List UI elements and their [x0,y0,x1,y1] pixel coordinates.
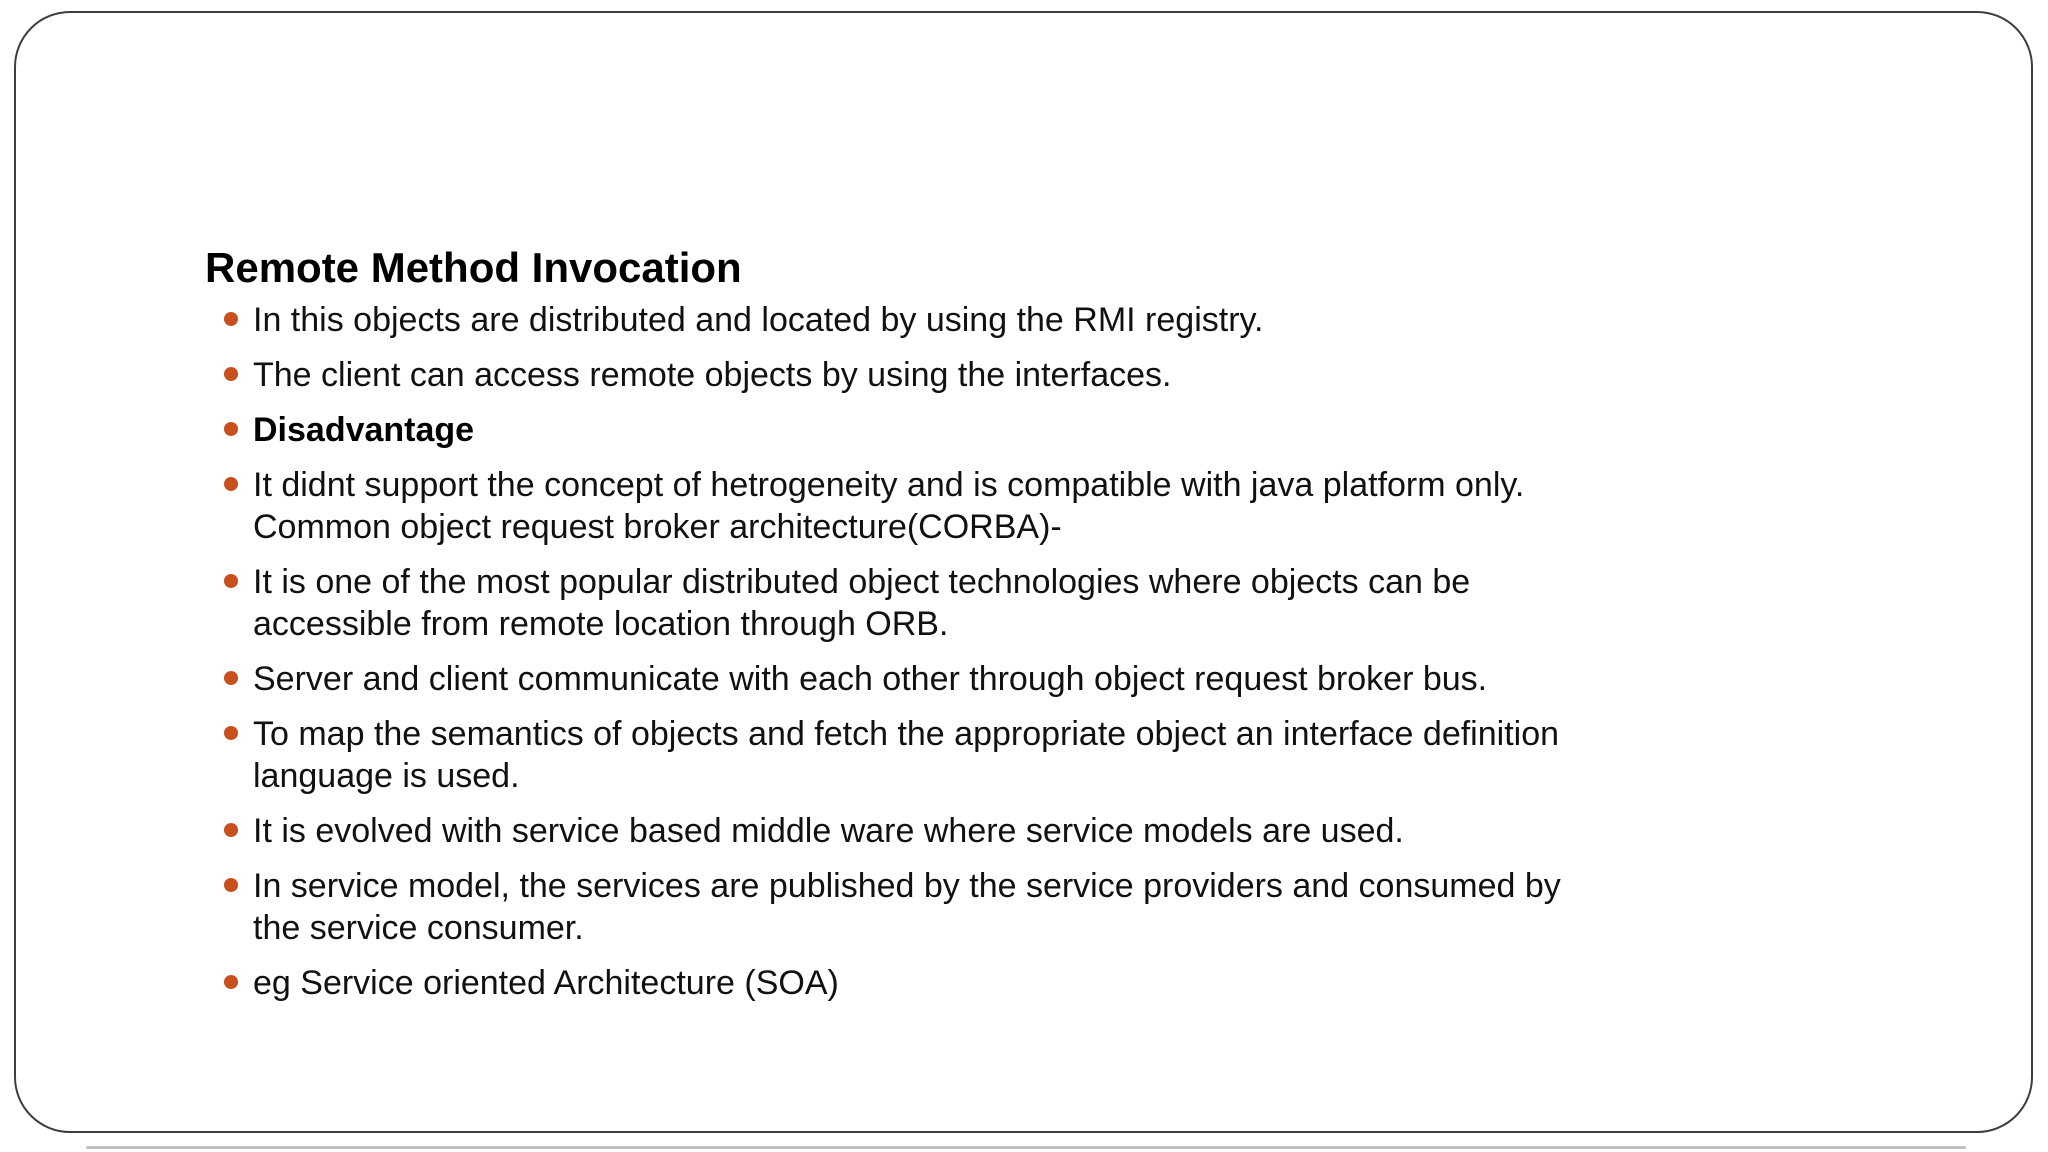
bullet-text: It didnt support the concept of hetrogen… [253,466,1525,546]
slide-content: Remote Method Invocation In this objects… [205,246,1965,1017]
list-item: eg Service oriented Architecture (SOA) [205,962,1965,1004]
bullet-text: In this objects are distributed and loca… [253,301,1264,339]
bullet-text: Server and client communicate with each … [253,660,1488,698]
slide-title: Remote Method Invocation [205,244,742,291]
bullet-text: The client can access remote objects by … [253,356,1172,394]
list-item: It is one of the most popular distribute… [205,561,1965,645]
bullet-text: To map the semantics of objects and fetc… [253,715,1560,795]
bullet-icon [224,726,238,740]
bullet-text: It is evolved with service based middle … [253,812,1404,850]
bullet-text: In service model, the services are publi… [253,867,1561,947]
list-item: The client can access remote objects by … [205,354,1965,396]
list-item: In this objects are distributed and loca… [205,299,1965,341]
bullet-icon [224,975,238,989]
list-item: It didnt support the concept of hetrogen… [205,464,1965,548]
list-item: In service model, the services are publi… [205,865,1965,949]
list-item: Server and client communicate with each … [205,658,1965,700]
bullet-text: Disadvantage [253,411,475,449]
bullet-icon [224,477,238,491]
slide-border [14,11,2033,1133]
bullet-icon [224,367,238,381]
bullet-text: eg Service oriented Architecture (SOA) [253,964,839,1002]
list-item: Disadvantage [205,409,1965,451]
bullet-list: In this objects are distributed and loca… [205,299,1965,1004]
bullet-icon [224,312,238,326]
bullet-icon [224,823,238,837]
bullet-icon [224,878,238,892]
list-item: It is evolved with service based middle … [205,810,1965,852]
bullet-icon [224,671,238,685]
list-item: To map the semantics of objects and fetc… [205,713,1965,797]
slide-shadow [86,1146,1966,1149]
bullet-text: It is one of the most popular distribute… [253,563,1471,643]
bullet-icon [224,422,238,436]
bullet-icon [224,574,238,588]
